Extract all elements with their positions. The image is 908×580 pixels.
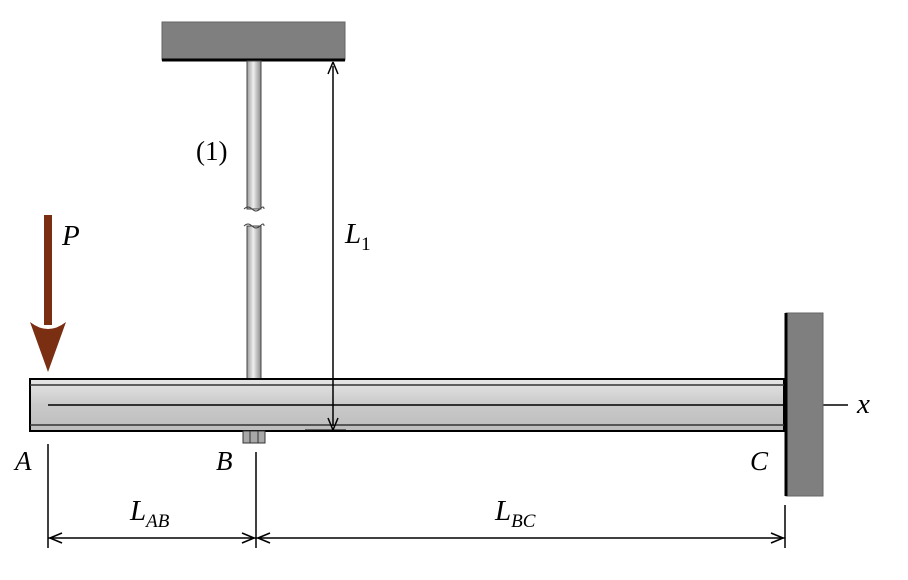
ceiling-support xyxy=(161,21,346,62)
point-b-label: B xyxy=(216,446,233,476)
member-label: (1) xyxy=(196,136,227,166)
dimension-lines xyxy=(47,444,786,548)
bolt-nut xyxy=(242,430,266,444)
rod-length-label: L1 xyxy=(344,218,371,255)
rod-member-1 xyxy=(243,60,265,380)
point-a-label: A xyxy=(13,446,32,476)
x-axis-label: x xyxy=(856,388,870,420)
length-l1-dimension xyxy=(305,61,346,431)
point-c-label: C xyxy=(750,446,769,476)
load-p-arrow xyxy=(30,215,66,372)
load-label: P xyxy=(61,220,80,252)
wall-support xyxy=(784,312,824,497)
length-bc-label: LBC xyxy=(494,495,536,532)
length-ab-label: LAB xyxy=(129,495,170,532)
